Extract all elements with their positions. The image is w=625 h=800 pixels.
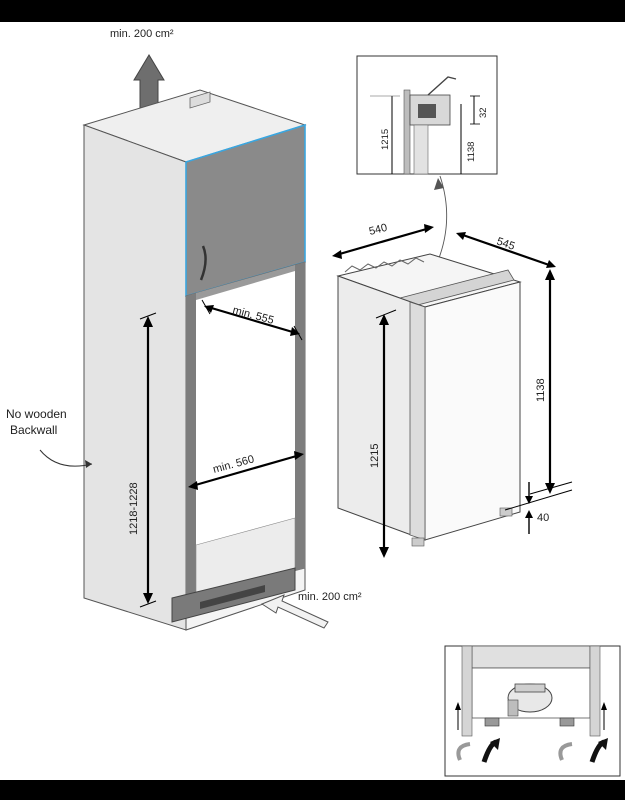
appliance-body-height-dimension [529, 269, 573, 495]
detail-h2-label: 1138 [466, 142, 477, 162]
niche-height-dimension [139, 312, 157, 608]
appliance-body-height-label: 1138 [535, 378, 547, 402]
bottom-vent-label: min. 200 cm² [298, 591, 362, 603]
top-detail-inset [356, 55, 498, 175]
plinth [171, 567, 296, 623]
door-handle-icon [199, 245, 207, 281]
appliance-depth-dimension [456, 232, 556, 268]
detail-h1-label: 1215 [380, 129, 391, 150]
appliance-width-label: 540 [368, 222, 389, 238]
niche-frame [185, 261, 306, 599]
leveling-feet-inset [444, 645, 621, 777]
bottom-vent-arrow-icon [260, 594, 329, 629]
niche-depth-dimension [201, 299, 303, 341]
niche-height-label: 1218-1228 [128, 482, 140, 535]
backwall-label-line1: No wooden [6, 407, 67, 421]
appliance-depth-label: 545 [495, 235, 516, 252]
foot-height-label: 40 [537, 512, 549, 524]
compressor-icon [507, 683, 553, 717]
niche-width-dimension [188, 451, 304, 490]
top-vent-label: min. 200 cm² [110, 28, 174, 40]
detail-gap-label: 32 [478, 107, 489, 118]
backwall-label-line2: Backwall [10, 423, 57, 437]
plinth-vent-slot-icon [200, 585, 265, 609]
appliance-height-label: 1215 [369, 444, 381, 468]
foot-height-dimension [504, 482, 573, 534]
fridge-appliance [336, 253, 522, 547]
appliance-width-dimension [332, 224, 434, 259]
rotate-left-arrow-icon [456, 742, 471, 761]
appliance-height-dimension [375, 309, 397, 558]
